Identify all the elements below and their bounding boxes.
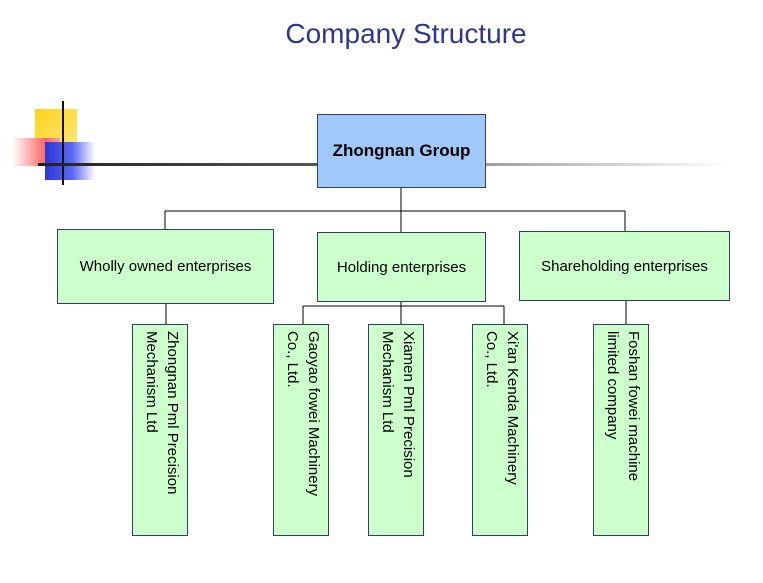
company-node-xiamen-pml: Xiamen Pml Precision Mechanism Ltd	[368, 324, 424, 536]
company-name-line2: Co., Ltd.	[483, 331, 500, 388]
company-node-foshan-fowei: Foshan fowei machine limited company	[593, 324, 649, 536]
company-name-line1: Xiamen Pml Precision	[400, 331, 417, 478]
wholly-owned-node: Wholly owned enterprises	[57, 229, 274, 304]
page-title: Company Structure	[285, 18, 527, 49]
company-name-line2: limited company	[604, 331, 621, 440]
company-name-line2: Mechanism Ltd	[379, 331, 396, 433]
root-node: Zhongnan Group	[317, 114, 486, 188]
company-node-zhongnan-pml: Zhongnan Pml Precision Mechanism Ltd	[132, 324, 188, 536]
company-name-line2: Co., Ltd.	[284, 331, 301, 388]
wholly-owned-label: Wholly owned enterprises	[79, 258, 252, 275]
company-name: Gaoyao fowei Machinery Co., Ltd.	[282, 331, 324, 496]
holding-node: Holding enterprises	[317, 232, 486, 302]
company-name-line2: Mechanism Ltd	[143, 331, 160, 433]
company-name-line1: Foshan fowei machine	[625, 331, 642, 482]
company-name: Xi'an Kenda Machinery Co., Ltd.	[481, 331, 523, 485]
company-name-line1: Zhongnan Pml Precision	[164, 331, 181, 495]
company-name: Xiamen Pml Precision Mechanism Ltd	[377, 331, 419, 478]
company-name-line1: Gaoyao fowei Machinery	[305, 331, 322, 497]
company-name: Foshan fowei machine limited company	[602, 331, 644, 481]
company-node-xian-kenda: Xi'an Kenda Machinery Co., Ltd.	[472, 324, 528, 536]
root-label: Zhongnan Group	[332, 141, 471, 160]
deco-blue-square	[45, 142, 95, 180]
company-name: Zhongnan Pml Precision Mechanism Ltd	[141, 331, 183, 494]
holding-label: Holding enterprises	[336, 258, 467, 276]
deco-vertical-line	[62, 101, 64, 185]
company-name-line1: Xi'an Kenda Machinery	[504, 331, 521, 485]
shareholding-label: Shareholding enterprises	[541, 257, 708, 275]
company-node-gaoyao-fowei: Gaoyao fowei Machinery Co., Ltd.	[273, 324, 329, 536]
shareholding-node: Shareholding enterprises	[519, 231, 730, 301]
